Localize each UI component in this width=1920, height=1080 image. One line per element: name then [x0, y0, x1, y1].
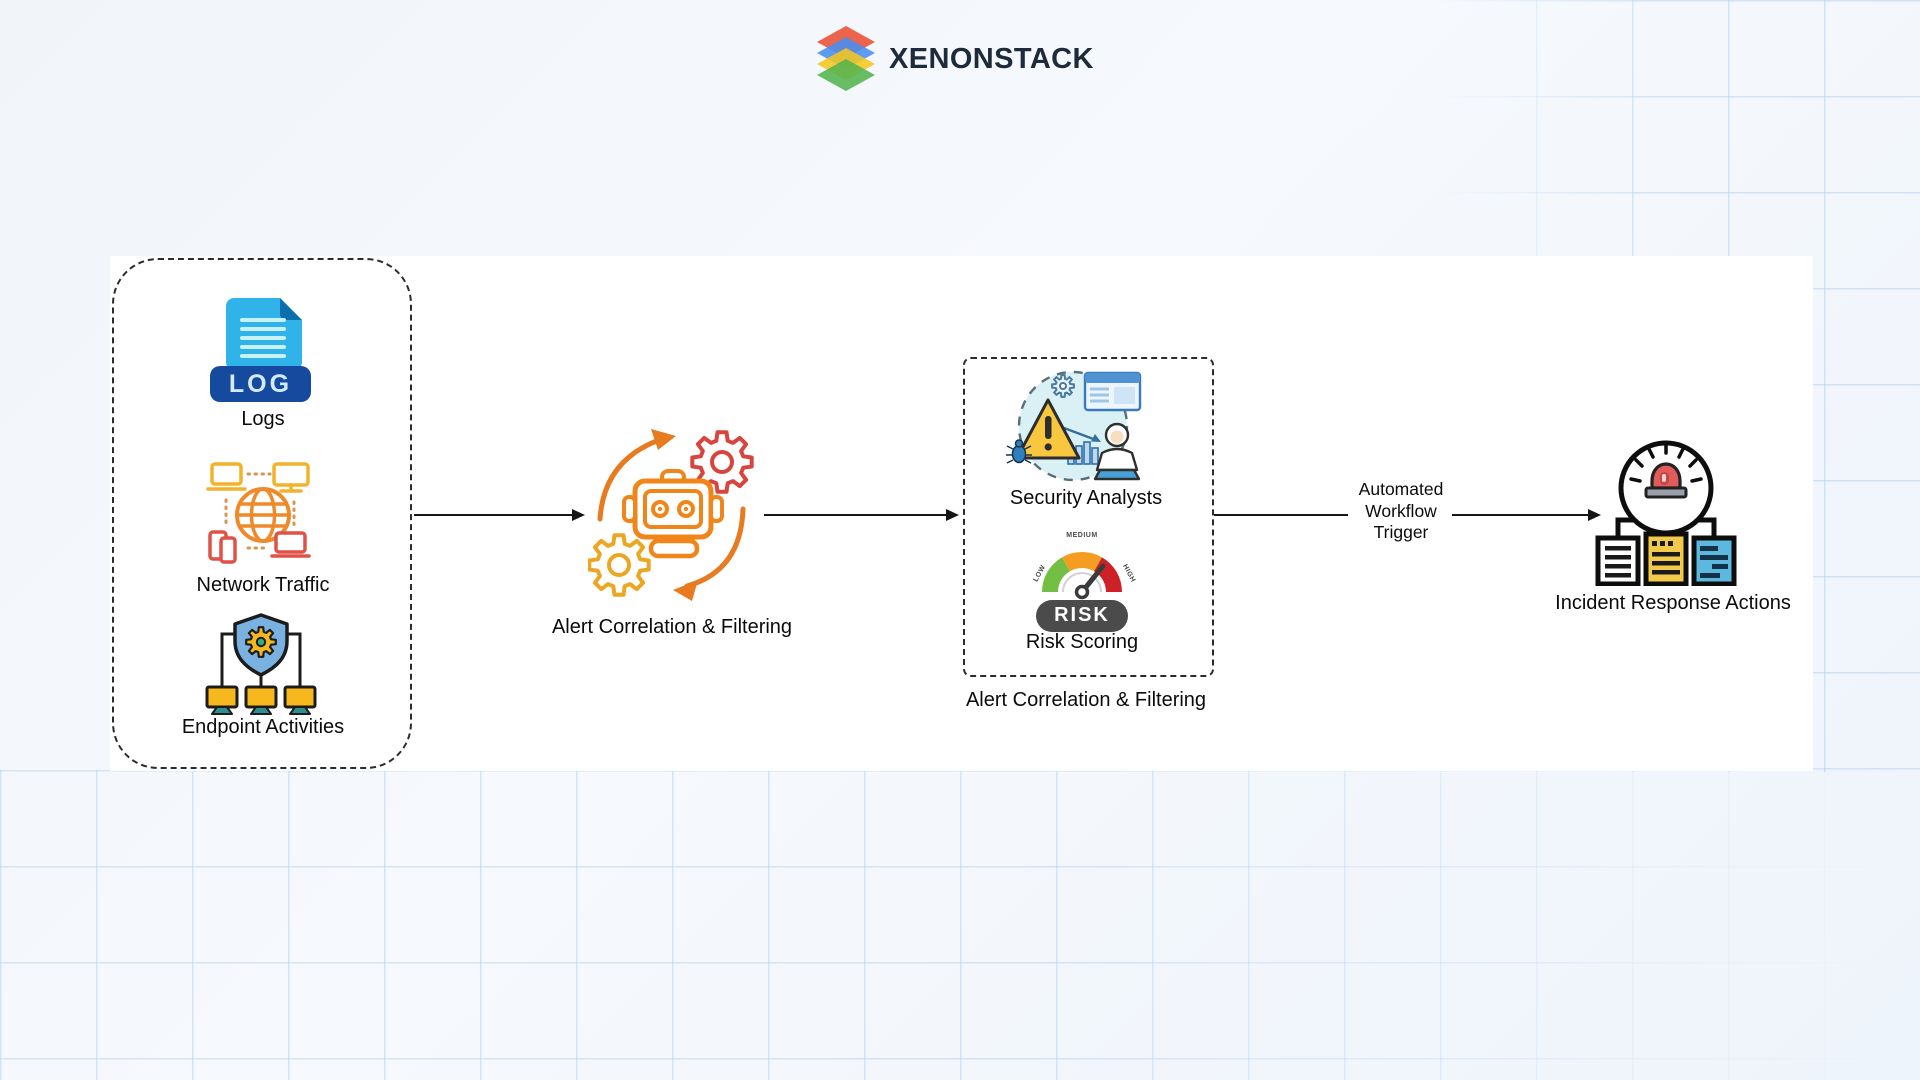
- risk-scoring-label: Risk Scoring: [1025, 631, 1139, 653]
- trigger-line-2: Workflow: [1365, 500, 1437, 521]
- network-globe-icon: [206, 462, 311, 564]
- analysts-label: Security Analysts: [1009, 487, 1163, 509]
- arrow-triage-to-response-left-segment: [1214, 514, 1348, 516]
- triage-group-label: Alert Correlation & Filtering: [965, 689, 1207, 711]
- robot-gears-icon: [588, 429, 754, 601]
- arrow-correlation-to-triage: [764, 509, 959, 521]
- risk-banner: RISK: [1054, 604, 1110, 626]
- layers-stack-icon: [817, 26, 877, 92]
- triage-group-box: [963, 357, 1214, 677]
- automated-workflow-trigger-annotation: Automated Workflow Trigger: [1359, 479, 1444, 544]
- trigger-line-3: Trigger: [1373, 522, 1429, 542]
- response-label: Incident Response Actions: [1555, 592, 1791, 614]
- arrow-sources-to-correlation: [414, 509, 585, 521]
- log-badge: LOG: [210, 366, 311, 402]
- background-grid-bottom: [0, 770, 1920, 1080]
- log-document-icon: LOG: [210, 294, 316, 408]
- arrow-trigger-to-response: [1452, 509, 1601, 521]
- sources-group-box: [112, 258, 412, 769]
- risk-gauge-icon: LOW MEDIUM HIGH RISK: [1033, 530, 1136, 636]
- correlation-label: Alert Correlation & Filtering: [551, 616, 793, 638]
- xenonstack-logo: XENONSTACK: [817, 26, 1094, 92]
- shield-endpoints-icon: [205, 613, 317, 715]
- sources-item-endpoint-label: Endpoint Activities: [181, 716, 345, 738]
- brand-name: XENONSTACK: [889, 42, 1094, 75]
- trigger-line-1: Automated: [1358, 479, 1444, 499]
- gauge-medium-label: MEDIUM: [1066, 532, 1098, 539]
- siren-documents-icon: [1595, 440, 1737, 586]
- diagram-white-band: [110, 256, 1813, 771]
- sources-item-logs-label: Logs: [241, 408, 285, 430]
- sources-item-network-label: Network Traffic: [196, 574, 330, 596]
- analyst-alert-icon: [1006, 370, 1142, 482]
